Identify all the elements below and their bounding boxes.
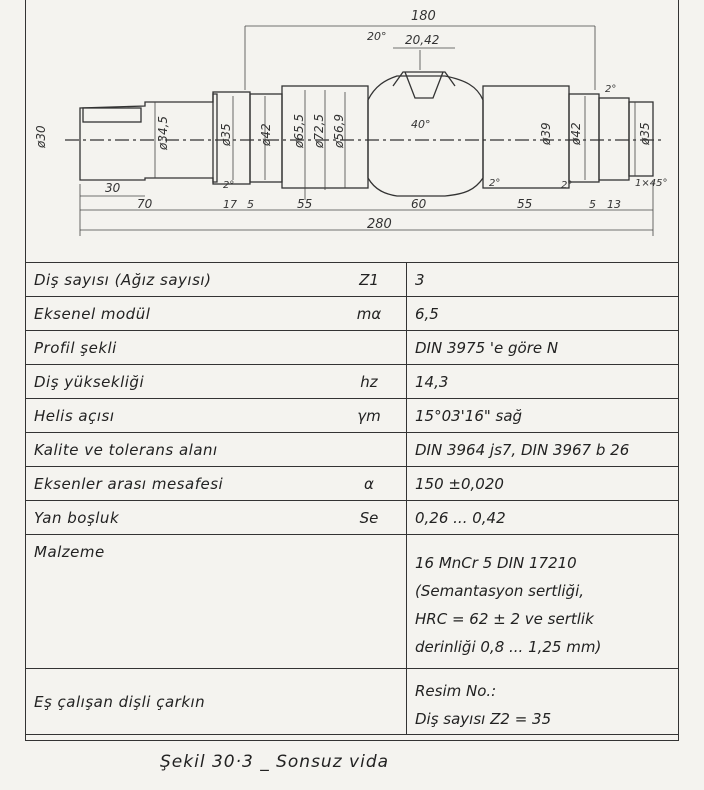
spec-symbol <box>332 330 407 365</box>
dim-d30: ø30 <box>34 125 48 149</box>
spec-row: Kalite ve tolerans alanı DIN 3964 js7, DI… <box>25 432 679 467</box>
spec-symbol: α <box>332 466 407 501</box>
spec-symbol: Se <box>332 500 407 535</box>
dim-len5a: 5 <box>247 198 254 211</box>
spec-symbol: γm <box>332 398 407 433</box>
dim-overall-bottom: 280 <box>367 217 392 232</box>
spec-row: Profil şekli DIN 3975 'e göre N <box>25 330 679 365</box>
material-symbol <box>332 534 407 669</box>
dim-chamfer-a: 2° <box>223 180 234 191</box>
dim-chamfer-c: 2° <box>561 180 572 191</box>
mating-value: Resim No.: Diş sayısı Z2 = 35 <box>406 668 679 735</box>
dim-len17: 17 <box>223 198 237 211</box>
material-row: Malzeme 16 MnCr 5 DIN 17210 (Semantasyon s… <box>25 534 679 669</box>
dim-len30: 30 <box>105 181 121 195</box>
dim-len60: 60 <box>411 197 427 211</box>
spec-label: Kalite ve tolerans alanı <box>25 432 332 467</box>
material-line: HRC = 62 ± 2 ve sertlik <box>415 609 594 628</box>
spec-label: Diş sayısı (Ağız sayısı) <box>25 262 332 297</box>
spec-label: Profil şekli <box>25 330 332 365</box>
material-line: (Semantasyon sertliği, <box>415 581 585 600</box>
material-line: derinliği 0,8 ... 1,25 mm) <box>415 637 602 656</box>
dim-overall-top: 180 <box>411 9 436 24</box>
dim-d42b: ø42 <box>569 122 583 146</box>
spec-symbol: hz <box>332 364 407 399</box>
shaft-outline <box>79 93 218 183</box>
spec-label: Yan boşluk <box>25 500 332 535</box>
dim-len55a: 55 <box>297 197 312 211</box>
spec-label: Diş yüksekliği <box>25 364 332 399</box>
dim-d42a: ø42 <box>259 123 273 147</box>
dim-angle-mid: 40° <box>411 118 431 131</box>
spec-value: 6,5 <box>406 296 679 331</box>
spec-label: Eksenler arası mesafesi <box>25 466 332 501</box>
material-value: 16 MnCr 5 DIN 17210 (Semantasyon sertliği… <box>406 534 679 669</box>
spec-value: 3 <box>406 262 679 297</box>
spec-label: Helis açısı <box>25 398 332 433</box>
dim-d34: ø34,5 <box>156 116 170 151</box>
dim-len5b: 5 <box>589 198 596 211</box>
spec-symbol: mα <box>332 296 407 331</box>
dim-d35a: ø35 <box>219 123 233 147</box>
spec-value: DIN 3964 js7, DIN 3967 b 26 <box>406 432 679 467</box>
dim-len13: 13 <box>607 198 621 211</box>
dim-len70: 70 <box>137 197 153 211</box>
dim-chamfer-d: 2° <box>605 84 616 95</box>
mating-line: Resim No.: <box>415 681 497 700</box>
material-label: Malzeme <box>25 534 332 669</box>
figure-caption: Şekil 30·3 _ Sonsuz vida <box>160 752 390 772</box>
dim-d39: ø39 <box>539 122 553 146</box>
dim-d35b: ø35 <box>638 122 652 146</box>
mating-line: Diş sayısı Z2 = 35 <box>415 709 552 728</box>
mating-label: Eş çalışan dişli çarkın <box>25 668 332 735</box>
spec-value: DIN 3975 'e göre N <box>406 330 679 365</box>
spec-symbol <box>332 432 407 467</box>
dim-len55b: 55 <box>517 197 532 211</box>
dim-tooth-width: 20,42 <box>405 33 439 47</box>
dim-d569: ø56,9 <box>332 114 346 149</box>
dim-chamfer-end: 1×45° <box>635 178 667 189</box>
mating-row: Eş çalışan dişli çarkın Resim No.: Diş say… <box>25 668 679 735</box>
spec-value: 0,26 ... 0,42 <box>406 500 679 535</box>
spec-value: 14,3 <box>406 364 679 399</box>
mating-symbol <box>332 668 407 735</box>
dim-d725: ø72,5 <box>312 114 326 149</box>
spec-value: 15°03'16" sağ <box>406 398 679 433</box>
material-line: 16 MnCr 5 DIN 17210 <box>415 553 577 572</box>
dim-angle-thread: 20° <box>367 30 387 43</box>
dim-d65: ø65,5 <box>292 114 306 149</box>
spec-label: Eksenel modül <box>25 296 332 331</box>
spec-symbol: Z1 <box>332 262 407 297</box>
dim-chamfer-b: 2° <box>489 178 500 189</box>
spec-value: 150 ±0,020 <box>406 466 679 501</box>
worm-shaft-drawing: 180 20° 20,42 40° ø30 ø34,5 ø35 ø42 ø65,… <box>34 9 667 236</box>
